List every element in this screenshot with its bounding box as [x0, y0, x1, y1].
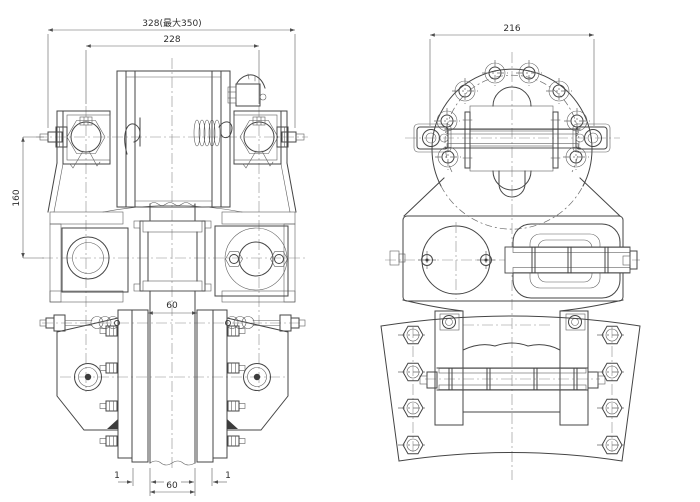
spring-rod-right — [225, 314, 306, 332]
dim-overall-width: 328(最大350) — [142, 17, 201, 29]
segment-bolts-right — [597, 325, 627, 455]
hook-and-spring — [124, 117, 233, 155]
mid-hatched-sections — [49, 211, 296, 303]
dim-hub-gap: 60 — [166, 301, 178, 311]
upper-hub — [444, 86, 581, 198]
dim-clearance-left: 1 — [114, 471, 120, 481]
dim-rail-width: 60 — [166, 481, 178, 491]
bracket-left — [413, 123, 452, 153]
bracket-right — [572, 123, 611, 153]
dim-bolt-spacing: 228 — [163, 35, 180, 45]
segment-bolts-left — [398, 325, 428, 455]
body-section-assembly — [504, 223, 638, 299]
side-view: 216 — [380, 24, 641, 480]
body-circle — [418, 222, 495, 299]
spring-rod-left — [39, 314, 120, 332]
side-dimensions: 216 — [429, 24, 595, 126]
pad-bolts-right — [227, 325, 246, 447]
pad-bolts-left — [99, 325, 118, 447]
front-dimensions: 328(最大350) 228 160 60 1 1 60 — [12, 17, 296, 496]
dim-flange-width: 216 — [503, 24, 520, 34]
wedge-plate-right — [226, 317, 289, 431]
wedge-plate-left — [56, 317, 119, 431]
mid-block-right — [214, 225, 289, 297]
rail-and-pads — [117, 290, 228, 466]
front-view: 328(最大350) 228 160 60 1 1 60 — [12, 17, 308, 496]
pad-segment — [380, 315, 641, 462]
frame-outline — [47, 110, 297, 213]
upper-bolt-right — [233, 110, 305, 169]
central-hub — [133, 202, 212, 292]
dim-clearance-right: 1 — [225, 471, 231, 481]
mid-block-left — [61, 227, 129, 293]
lower-shaft — [419, 342, 606, 413]
front-centerlines — [36, 58, 308, 468]
release-valve — [227, 73, 267, 107]
actuator-cylinder — [102, 70, 243, 213]
upper-bolt-left — [39, 110, 111, 169]
dim-height: 160 — [12, 189, 22, 206]
